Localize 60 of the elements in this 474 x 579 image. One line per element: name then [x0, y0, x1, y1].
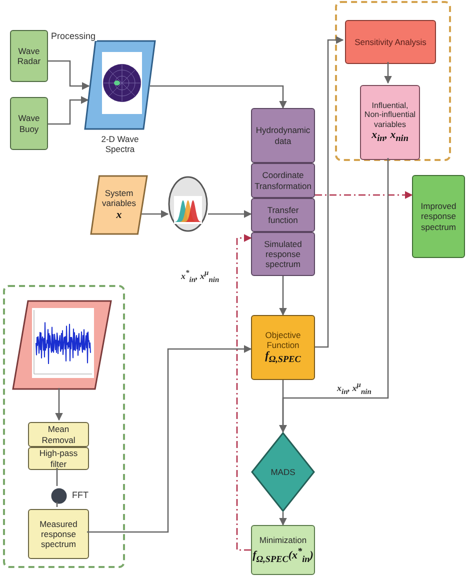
annotation-label: FFT — [72, 490, 88, 500]
connector-line — [56, 468, 58, 486]
node-label: Improved response spectrum — [420, 201, 458, 232]
arrow — [236, 234, 252, 551]
process-box — [251, 525, 315, 575]
node-label: Simulated response spectrum — [263, 238, 303, 270]
node-label: 2-D Wave Spectra — [100, 134, 140, 154]
arrow — [279, 276, 287, 316]
input-parallelogram — [90, 175, 148, 235]
node-label: Hydrodynamic data — [254, 125, 312, 146]
arrow — [208, 210, 252, 218]
process-box — [251, 163, 315, 198]
arrow — [279, 380, 287, 433]
process-box — [28, 509, 89, 559]
decision-diamond — [251, 432, 315, 512]
distribution-circle — [168, 176, 208, 232]
node-label: System variables — [100, 188, 138, 209]
connector-line — [56, 502, 58, 507]
process-box — [251, 108, 315, 163]
spectrum-node — [84, 40, 156, 154]
process-box — [251, 315, 315, 380]
node-label: Wave Radar — [16, 46, 42, 66]
node-label: Wave Buoy — [17, 113, 41, 134]
node-label: Mean Removal — [40, 424, 76, 445]
math-formula: x — [115, 208, 123, 222]
process-box — [10, 97, 48, 150]
node-label: Sensitivity Analysis — [354, 36, 428, 48]
process-box — [28, 447, 89, 470]
arrow — [87, 345, 252, 533]
arrow — [55, 388, 63, 421]
process-box — [10, 30, 48, 82]
process-box — [360, 85, 420, 160]
process-box — [345, 20, 436, 64]
node-label: High-pass filter — [38, 448, 79, 469]
edge-label: Processing — [50, 31, 97, 41]
arrow — [140, 210, 169, 218]
node-label: Influential, Non-influential variables — [363, 100, 417, 130]
arrow — [315, 191, 413, 199]
node-label: Transfer function — [266, 204, 300, 226]
math-formula: f$_{Ω,SPEC}$(x$^{*}$$_{in}$) — [252, 546, 314, 565]
node-label: Coordinate Transformation — [254, 170, 312, 191]
dashed-group-frame — [3, 285, 125, 568]
node-label: Objective Function — [264, 330, 302, 350]
arrow — [279, 512, 287, 526]
arrow — [384, 62, 392, 84]
arrow — [48, 60, 90, 90]
arrow — [315, 36, 344, 348]
node-label: Measured response spectrum — [38, 518, 78, 550]
math-formula: f$_{Ω,SPEC}$ — [264, 350, 302, 366]
process-box — [251, 232, 315, 276]
process-box — [28, 422, 89, 447]
arrow — [48, 96, 89, 125]
math-formula: x$_{in}$, x$_{nin}$ — [370, 129, 410, 144]
dashed-group-frame — [335, 1, 451, 161]
process-box — [251, 198, 315, 232]
output-box — [412, 175, 465, 258]
node-label: MADS — [270, 466, 296, 478]
node-label: Minimization — [258, 535, 308, 546]
arrow — [150, 85, 287, 109]
signal-plot-node — [12, 300, 112, 390]
